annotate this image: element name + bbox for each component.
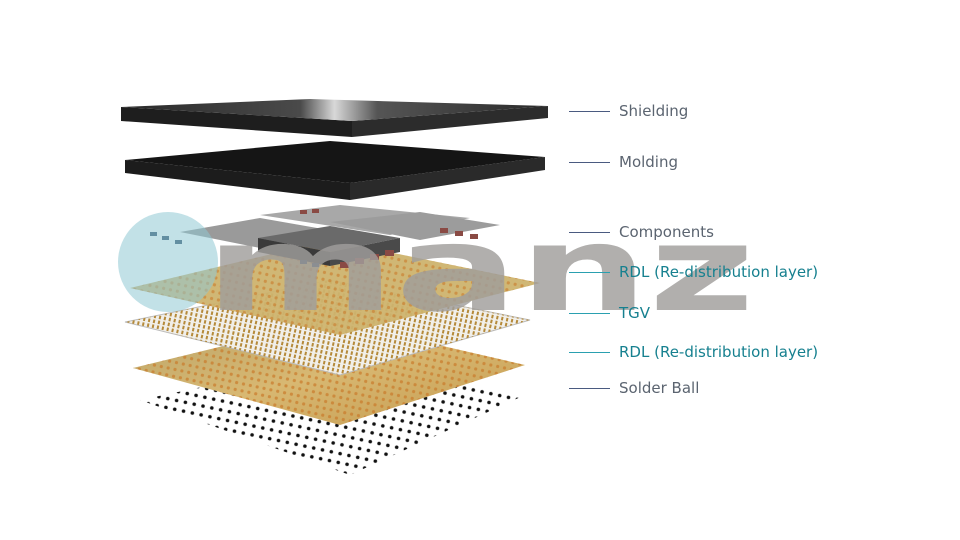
leader-line: [569, 312, 610, 314]
label-shielding: Shielding: [569, 101, 688, 121]
molding-layer: [125, 141, 545, 200]
label-text: RDL (Re-distribution layer): [619, 343, 819, 361]
leader-line: [569, 161, 610, 163]
components-layer: [150, 205, 500, 268]
leader-line: [569, 387, 610, 389]
shielding-layer: [121, 99, 548, 137]
label-text: Shielding: [619, 102, 689, 120]
leader-line: [569, 231, 610, 233]
label-rdl-top: RDL (Re-distribution layer): [569, 262, 818, 282]
label-text: Molding: [619, 153, 679, 171]
label-tgv: TGV: [569, 303, 650, 323]
label-text: Components: [619, 223, 714, 241]
leader-line: [569, 271, 610, 273]
label-rdl-bottom: RDL (Re-distribution layer): [569, 342, 818, 362]
label-text: RDL (Re-distribution layer): [619, 263, 819, 281]
label-components: Components: [569, 222, 714, 242]
leader-line: [569, 110, 610, 112]
rdl-top-layer: [130, 240, 540, 335]
label-text: TGV: [619, 304, 651, 322]
label-solder-ball: Solder Ball: [569, 378, 699, 398]
label-text: Solder Ball: [619, 379, 700, 397]
leader-line: [569, 351, 610, 353]
label-molding: Molding: [569, 152, 678, 172]
